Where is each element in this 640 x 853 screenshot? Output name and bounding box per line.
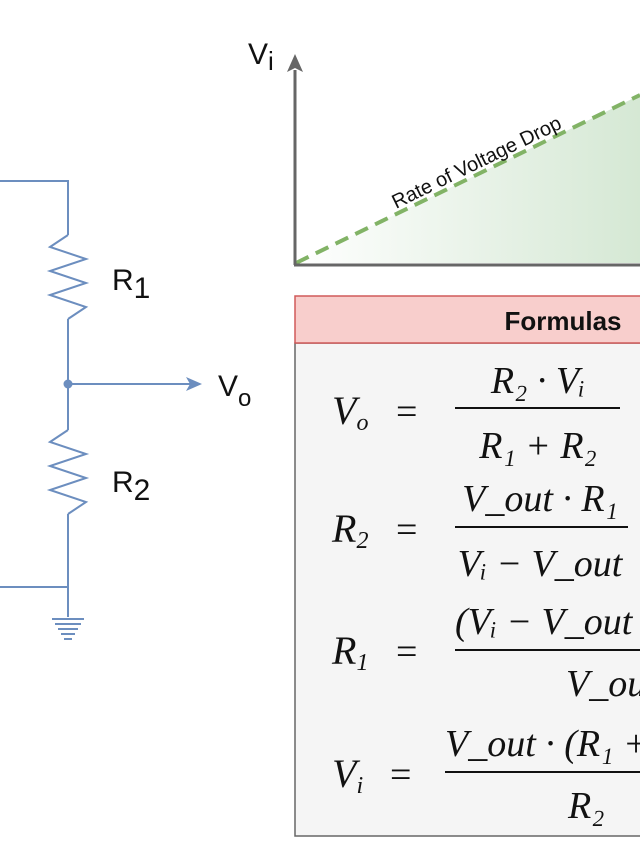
vo-label: Vo xyxy=(218,370,251,412)
circuit xyxy=(0,180,202,617)
y-axis-arrow xyxy=(287,54,303,72)
svg-text:=: = xyxy=(390,754,411,796)
formula-vi: Vi = V_out · (R₁ + R₂ xyxy=(332,723,640,827)
formula-vo-denominator: R₁ + R₂ xyxy=(478,425,597,467)
formulas-body xyxy=(294,342,640,837)
formulas-panel: Formulas Vo = R₂ · Vᵢ R₁ + R₂ R2 = V_out… xyxy=(294,295,640,837)
svg-text:Vi: Vi xyxy=(332,751,363,799)
r2-label: R2 xyxy=(112,466,150,507)
top-wire xyxy=(0,180,69,235)
r1-label: R1 xyxy=(112,264,150,305)
svg-text:=: = xyxy=(396,391,417,433)
formula-r2-denominator: Vᵢ − V_out xyxy=(458,543,624,585)
formula-r2-numerator: V_out · R₁ xyxy=(462,478,618,520)
y-axis-label: Vi xyxy=(248,38,274,76)
formula-vo-numerator: R₂ · Vᵢ xyxy=(490,360,585,402)
formula-r1: R1 = (Vᵢ − V_out V_out xyxy=(331,601,640,705)
formula-vo: Vo = R₂ · Vᵢ R₁ + R₂ xyxy=(332,360,620,467)
voltage-graph: Vi Rate of Voltage Drop xyxy=(248,38,640,267)
formula-vi-denominator: R₂ xyxy=(567,785,604,827)
svg-text:=: = xyxy=(396,631,417,673)
formulas-header-bg xyxy=(294,295,640,344)
bottom-wire xyxy=(0,514,69,617)
svg-text:Vo: Vo xyxy=(332,388,368,436)
formula-r1-numerator: (Vᵢ − V_out xyxy=(455,601,634,643)
svg-text:R2: R2 xyxy=(331,506,368,554)
slope-line xyxy=(295,93,640,265)
formula-vi-numerator: V_out · (R₁ + xyxy=(445,723,640,765)
output-arrow xyxy=(186,377,202,391)
svg-text:=: = xyxy=(396,509,417,551)
ground-icon xyxy=(52,618,84,640)
formula-r1-denominator: V_out xyxy=(566,663,640,705)
formulas-header: Formulas xyxy=(504,306,621,336)
svg-text:R1: R1 xyxy=(331,628,368,676)
formula-r2: R2 = V_out · R₁ Vᵢ − V_out xyxy=(331,478,628,585)
junction-node xyxy=(63,379,73,389)
resistor-r1 xyxy=(46,234,90,320)
resistor-r2 xyxy=(46,429,90,515)
